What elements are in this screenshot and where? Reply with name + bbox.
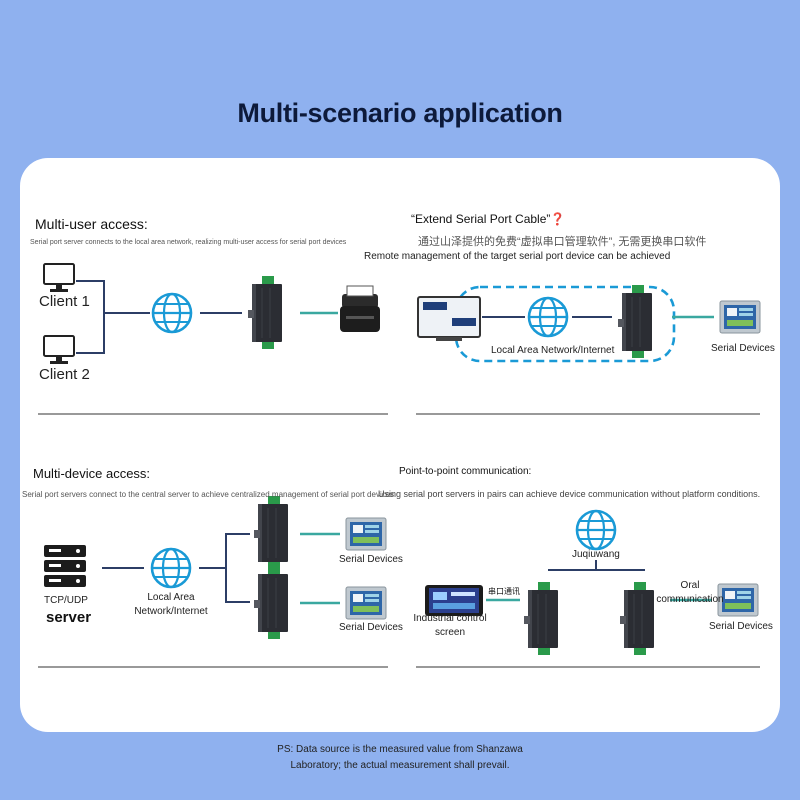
multi-device-device1-label: Serial Devices: [339, 554, 403, 565]
extend-network-label: Local Area Network/Internet: [491, 345, 615, 356]
p2p-heading: Point-to-point communication:: [399, 466, 532, 477]
hmi-icon-2: [719, 300, 761, 334]
hmi-icon-3b: [345, 586, 387, 620]
globe-icon-network-2: [527, 296, 569, 338]
page-title: Multi-scenario application: [237, 98, 563, 128]
p2p-oral-label: Oral communication: [656, 580, 724, 605]
extend-device-label: Serial Devices: [711, 343, 775, 354]
multi-device-desc: Serial port servers connect to the centr…: [22, 490, 395, 499]
server-rack-icon: [44, 545, 86, 587]
monitor-icon-client1: [43, 263, 75, 293]
multi-device-heading: Multi-device access:: [33, 466, 151, 481]
monitor-icon-client2: [43, 335, 75, 365]
extend-desc: Remote management of the target serial p…: [364, 251, 671, 262]
hmi-icon-3a: [345, 517, 387, 551]
serial-server-icon-4b: [619, 581, 655, 656]
extend-cn-line: 通过山泽提供的免费“虚拟串口管理软件”, 无需更换串口软件: [418, 236, 707, 248]
globe-icon-network-3: [150, 547, 192, 589]
globe-icon-network-4: [575, 509, 617, 551]
dashed-virtual-link: [454, 285, 676, 363]
footnote-line2: Laboratory; the actual measurement shall…: [290, 760, 510, 771]
footnote-line1: PS: Data source is the measured value fr…: [277, 744, 523, 755]
p2p-control-label: Industrial control screen: [413, 613, 487, 638]
printer-icon: [340, 285, 380, 332]
network-branch-4: [548, 560, 645, 571]
serial-server-icon-3b: [253, 565, 289, 640]
branch-links-3: [199, 533, 250, 603]
serial-server-icon-2: [617, 284, 653, 359]
extend-heading: “Extend Serial Port Cable”❓: [411, 212, 566, 226]
multi-device-device2-label: Serial Devices: [339, 622, 403, 633]
multi-user-heading: Multi-user access:: [35, 216, 148, 232]
industrial-screen-icon: [425, 585, 483, 616]
server-protocol-label: TCP/UDP: [44, 595, 88, 606]
pc-icon: [417, 296, 481, 341]
p2p-desc: Using serial port servers in pairs can a…: [378, 489, 761, 499]
multi-device-network-label: Local Area Network/Internet: [134, 592, 208, 617]
server-label: server: [46, 609, 92, 626]
p2p-link-label: 串口通讯: [488, 587, 520, 596]
multi-user-desc: Serial port server connects to the local…: [30, 239, 347, 246]
client2-label: Client 2: [39, 366, 90, 383]
serial-server-icon-3a: [253, 495, 289, 570]
serial-server-icon-4a: [523, 581, 559, 656]
p2p-device-label: Serial Devices: [709, 621, 773, 632]
p2p-network-label: Juqiuwang: [572, 549, 620, 560]
serial-server-icon-1: [247, 275, 283, 350]
client1-label: Client 1: [39, 293, 90, 310]
globe-icon-network-1: [151, 292, 193, 334]
client-links: [76, 280, 150, 354]
